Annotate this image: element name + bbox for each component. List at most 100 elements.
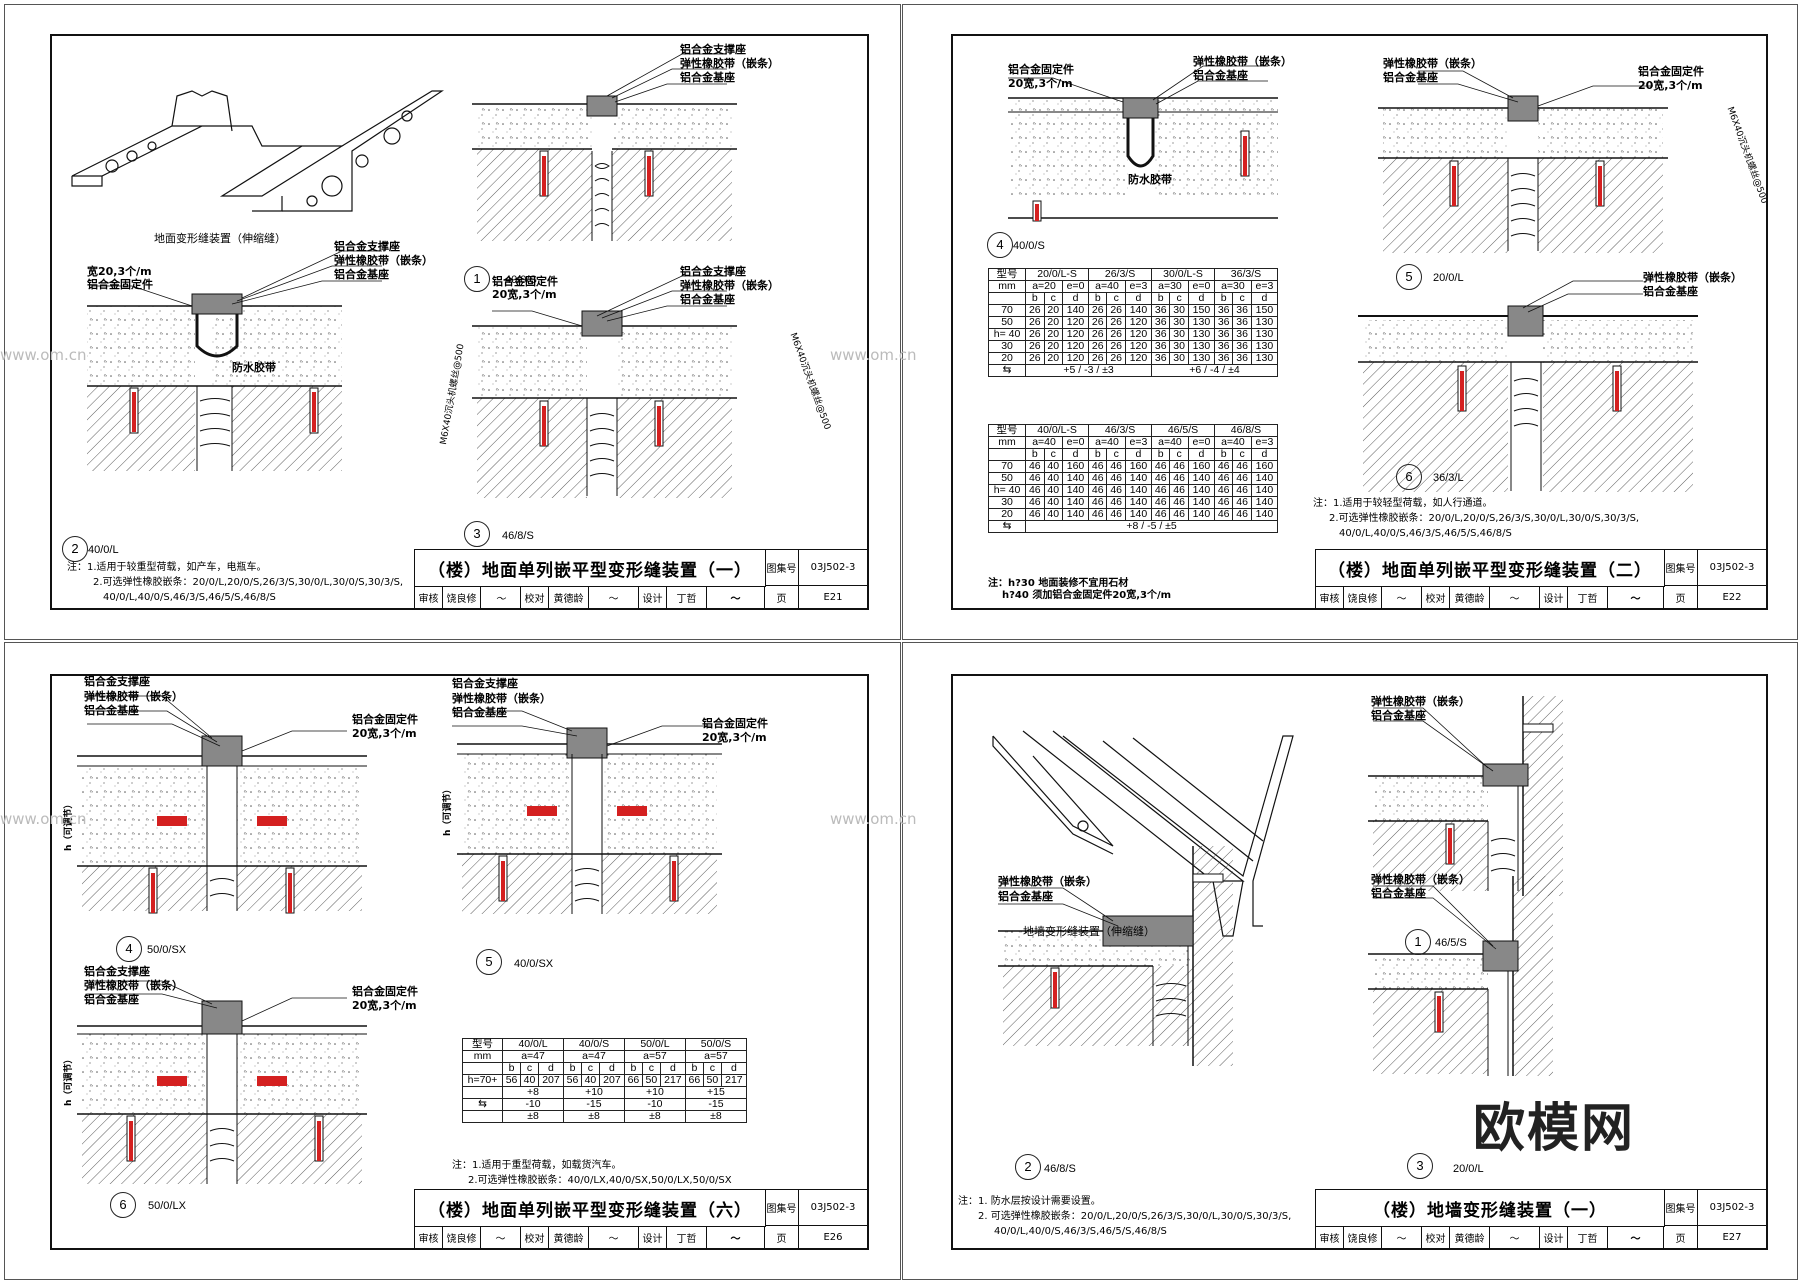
table-cell: 46 xyxy=(1025,508,1045,521)
table-cell: 30 xyxy=(1169,316,1189,329)
table-header: mm xyxy=(461,1050,504,1063)
table-row: ⇆-10-15-10-15 xyxy=(461,1098,748,1111)
table-cell: 46 xyxy=(1213,508,1234,521)
table-cell: 46 xyxy=(1106,460,1126,473)
e26-label-base-6: 铝合金基座 xyxy=(84,993,139,1006)
table-cell: 150 xyxy=(1250,304,1279,317)
e26-label-base-4: 铝合金基座 xyxy=(84,704,139,717)
table-header: c xyxy=(1232,448,1252,461)
table-cell: 36 xyxy=(1213,352,1234,365)
table-cell: +6 / -4 / ±4 xyxy=(1151,364,1278,377)
table-header: e=0 xyxy=(1061,280,1090,293)
sheet-title-e27: （楼）地墙变形缝装置（一） xyxy=(1316,1190,1665,1227)
e22-table-note: 注：h?30 地面装修不宜用石材 h?40 须加铝合金固定件20宽,3个/m xyxy=(988,578,1172,601)
table-cell: 160 xyxy=(1061,460,1090,473)
table-header: b xyxy=(1213,448,1234,461)
table-cell: 40 xyxy=(1043,484,1063,497)
table-cell: 140 xyxy=(1250,484,1279,497)
table-cell: 40 xyxy=(1043,496,1063,509)
table-cell: 140 xyxy=(1124,472,1153,485)
detail-number-2: 2 xyxy=(62,536,88,562)
table-cell: +10 xyxy=(563,1086,625,1099)
e26-label-fix-6: 铝合金固定件 xyxy=(352,985,418,998)
e22-label-rubber-4: 弹性橡胶带（嵌条） xyxy=(1193,55,1292,68)
table-cell: 30 xyxy=(1169,352,1189,365)
table-header: 40/0/L xyxy=(502,1038,565,1051)
table-header: a=40 xyxy=(1151,436,1189,449)
e22-label-rubber-5: 弹性橡胶带（嵌条） xyxy=(1383,57,1482,70)
table-cell: +15 xyxy=(684,1086,748,1099)
notes-e22: 注：1.适用于较轻型荷载，如人行通道。 2.可选弹性橡胶嵌条：20/0/L,20… xyxy=(1313,498,1640,539)
table-header: c xyxy=(1106,448,1126,461)
table-header: d xyxy=(1187,292,1215,305)
table-cell: +10 xyxy=(623,1086,686,1099)
table-header: 20/0/L-S xyxy=(1025,268,1090,281)
e22-detail-code-4: 40/0/S xyxy=(1013,240,1045,252)
table-header: mm xyxy=(987,436,1027,449)
table-row-label: 70 xyxy=(987,304,1027,317)
table-cell xyxy=(987,292,1027,305)
table-cell: 46 xyxy=(1232,508,1252,521)
table-cell: 140 xyxy=(1124,496,1153,509)
table-cell: -10 xyxy=(502,1098,565,1111)
table-cell: 36 xyxy=(1232,316,1252,329)
table-cell: 30 xyxy=(1169,328,1189,341)
e27-iso-caption: 地墙变形缝装置（伸缩缝） xyxy=(1023,925,1155,938)
table-cell: 46 xyxy=(1151,484,1171,497)
table-header: 40/0/S xyxy=(563,1038,625,1051)
table-cell: 36 xyxy=(1232,304,1252,317)
table-cell: 50 xyxy=(702,1074,722,1087)
e26-label-fix-4: 铝合金固定件 xyxy=(352,713,418,726)
e22-label-waterproof: 防水胶带 xyxy=(1128,173,1172,186)
table-cell: 46 xyxy=(1213,496,1234,509)
table-header: 50/0/S xyxy=(684,1038,748,1051)
table-cell: 130 xyxy=(1187,328,1215,341)
detail-code-3: 46/8/S xyxy=(502,530,534,542)
e26-label-fix2-4: 20宽,3个/m xyxy=(352,727,417,740)
e26-label-rubber-5: 弹性橡胶带（嵌条） xyxy=(452,692,551,705)
table-cell: 20 xyxy=(1043,328,1063,341)
table-cell: ±8 xyxy=(563,1110,625,1123)
table-row-label: 50 xyxy=(987,472,1027,485)
table-cell: 46 xyxy=(1232,484,1252,497)
e26-label-support-4: 铝合金支撑座 xyxy=(84,675,150,688)
table-header: b xyxy=(1213,292,1234,305)
table-cell: 46 xyxy=(1213,460,1234,473)
table-header: b xyxy=(1088,292,1108,305)
table-cell: 36 xyxy=(1232,340,1252,353)
table-cell: 46 xyxy=(1106,484,1126,497)
label-waterproof-2: 防水胶带 xyxy=(232,361,276,374)
watermark-url-4: www.om.cn xyxy=(830,810,917,828)
e22-detail-number-5: 5 xyxy=(1396,264,1422,290)
e26-label-hvar-6: h（可调节） xyxy=(64,1054,74,1106)
detail-6-section xyxy=(1358,305,1698,492)
table-row: ⇆+5 / -3 / ±3+6 / -4 / ±4 xyxy=(987,364,1278,377)
table-header: c xyxy=(580,1062,600,1075)
table-cell: 46 xyxy=(1169,472,1189,485)
label-support-2: 铝合金支撑座 xyxy=(334,240,400,253)
table-cell: 160 xyxy=(1124,460,1153,473)
e27-label-base-2: 铝合金基座 xyxy=(998,890,1053,903)
detail-number-1: 1 xyxy=(464,266,490,292)
table-header: d xyxy=(1124,448,1153,461)
move-icon: ⇆ xyxy=(987,364,1027,377)
e22-label-fix2: 20宽,3个/m xyxy=(1008,77,1073,90)
table-header: b xyxy=(563,1062,582,1075)
table-cell: 120 xyxy=(1124,340,1153,353)
table-cell: 46 xyxy=(1106,496,1126,509)
table-header: 型号 xyxy=(987,424,1027,437)
table-cell: -15 xyxy=(563,1098,625,1111)
e22-label-base-4: 铝合金基座 xyxy=(1193,69,1248,82)
table-row-label: h=70+ xyxy=(461,1074,504,1087)
title-block-e21: （楼）地面单列嵌平型变形缝装置（一） 图集号 03J502-3 审核 饶良修 ～… xyxy=(414,549,867,608)
table-cell: 140 xyxy=(1187,484,1215,497)
